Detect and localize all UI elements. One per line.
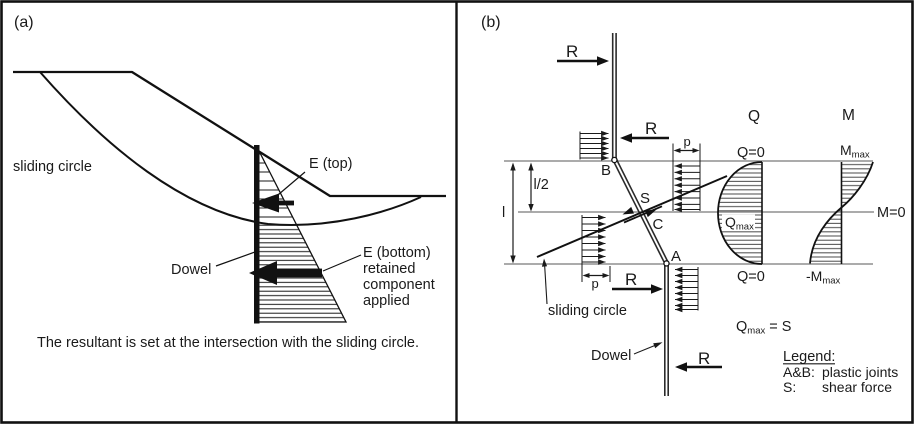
- joint-b-label: B: [601, 162, 611, 179]
- panel-a-tag: (a): [14, 14, 34, 31]
- dowel-leader: [215, 251, 256, 267]
- reference-lines: [504, 160, 874, 265]
- dowel-bar: [254, 145, 260, 324]
- half-length-dimension: l/2: [528, 162, 549, 212]
- sliding-circle-callout: sliding circle: [541, 258, 627, 319]
- shear-arrow-right: [645, 209, 657, 218]
- r-arrow-upper-right: R: [620, 119, 669, 143]
- r-label-upper-right: R: [645, 119, 657, 138]
- r-arrow-lower-left: R: [612, 270, 663, 294]
- p-label-top: p: [684, 134, 691, 149]
- point-c-label: C: [653, 216, 664, 233]
- dowel-kinked: [611, 33, 670, 396]
- l-label: l: [502, 205, 505, 221]
- r-arrow-top: R: [557, 42, 609, 66]
- svg-text:component: component: [363, 277, 435, 293]
- legend-row2-key: S:: [783, 379, 796, 395]
- neg-m-max-label: -Mmax: [806, 268, 841, 287]
- e-bottom-arrow: [249, 261, 322, 285]
- load-block-lower-left: [581, 214, 606, 282]
- p-dimension-bottom: p: [582, 266, 611, 291]
- shear-arrow-left: [622, 206, 634, 215]
- p-label-bottom: p: [592, 276, 599, 291]
- legend-title: Legend:: [783, 349, 835, 365]
- q-zero-bottom-label: Q=0: [737, 269, 765, 285]
- p-dimension-top: p: [673, 134, 700, 153]
- load-block-upper-left: [579, 130, 609, 161]
- r-arrow-bottom: R: [675, 349, 722, 372]
- sliding-circle-label-b: sliding circle: [548, 303, 627, 319]
- svg-text:applied: applied: [363, 293, 410, 309]
- dowel-label: Dowel: [171, 262, 211, 278]
- legend-row1-key: A&B:: [783, 364, 815, 380]
- r-label-bottom: R: [698, 349, 710, 368]
- sliding-circle-line: [536, 175, 728, 258]
- shear-point-label: S: [640, 190, 650, 207]
- l-half-label: l/2: [534, 177, 549, 193]
- legend-row2-value: shear force: [822, 379, 892, 395]
- panel-a: (a) sliding circle E (top) Dowel: [13, 14, 446, 351]
- m-zero-label: M=0: [877, 205, 906, 221]
- e-bottom-leader: [322, 254, 362, 272]
- svg-text:E (bottom): E (bottom): [363, 245, 431, 261]
- sliding-circle-label: sliding circle: [13, 159, 92, 175]
- panel-b: (b): [481, 14, 906, 396]
- e-top-arrow: [252, 193, 294, 213]
- panel-a-caption: The resultant is set at the intersection…: [37, 335, 419, 351]
- slope-surface-line: [13, 70, 446, 198]
- m-max-label: Mmax: [840, 142, 870, 161]
- r-label-top: R: [566, 42, 578, 61]
- q-zero-top-label: Q=0: [737, 145, 765, 161]
- length-dimension: l: [502, 162, 516, 264]
- m-diagram-title: M: [842, 107, 855, 124]
- dowel-label-b: Dowel: [591, 348, 631, 364]
- legend-row1-value: plastic joints: [822, 364, 898, 380]
- q-diagram-title: Q: [748, 108, 760, 125]
- shear-plane-line: [623, 205, 663, 224]
- e-top-leader: [271, 171, 306, 201]
- bending-moment-diagram: M Mmax M=0 -Mmax: [806, 107, 906, 287]
- shear-force-diagram: Q Q=0 Q=0 Qmax: [717, 108, 765, 285]
- plastic-joint-a: [663, 260, 670, 267]
- e-bottom-label-block: E (bottom) retained component applied: [363, 245, 435, 309]
- svg-text:retained: retained: [363, 261, 415, 277]
- q-max-label: Qmax: [725, 214, 754, 233]
- q-max-equation: Qmax = S: [736, 319, 791, 337]
- joint-a-label: A: [671, 248, 681, 265]
- legend: Legend: A&B: plastic joints S: shear for…: [783, 349, 898, 395]
- plastic-joint-b: [611, 156, 618, 164]
- panel-b-tag: (b): [481, 14, 501, 31]
- load-block-lower-right: [674, 266, 699, 313]
- dowel-callout: Dowel: [591, 342, 663, 364]
- e-top-label: E (top): [309, 156, 353, 172]
- sliding-circle-arc: [39, 71, 422, 226]
- r-label-lower-left: R: [625, 270, 637, 289]
